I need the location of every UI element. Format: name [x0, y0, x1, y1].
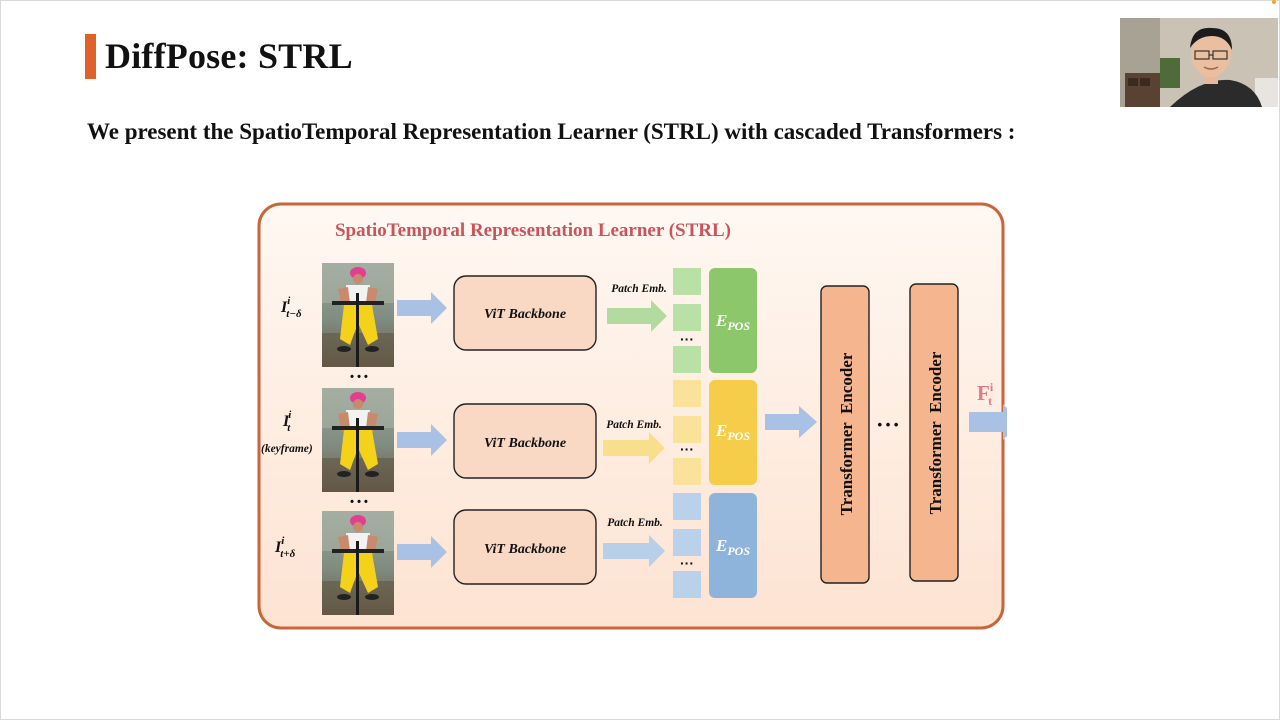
- keyframe-note: (keyframe): [261, 443, 313, 455]
- token-3c: [673, 571, 701, 598]
- transformer-encoder-label-1: Transformer Encoder: [837, 352, 856, 515]
- vit-backbone-label-2: ViT Backbone: [484, 436, 566, 451]
- strl-diagram: SpatioTemporal Representation Learner (S…: [257, 202, 1007, 630]
- transformer-encoder-label-2: Transformer Encoder: [926, 351, 945, 514]
- token-ellipsis-3: ···: [680, 555, 694, 571]
- arrow-to-backbone-1: [397, 292, 447, 324]
- epos-label-2: EPOS: [715, 421, 750, 443]
- epos-3: [709, 493, 757, 598]
- epos-label-3: EPOS: [715, 536, 750, 558]
- token-1c: [673, 346, 701, 373]
- patch-emb-label-1: Patch Emb.: [611, 283, 667, 295]
- transformer-encoder-1: [820, 285, 870, 584]
- patch-emb-label-2: Patch Emb.: [606, 419, 662, 431]
- slide-title: DiffPose: STRL: [105, 36, 353, 76]
- frame-ellipsis-1: • • •: [350, 371, 368, 383]
- epos-label-1: EPOS: [715, 311, 750, 333]
- token-3b: [673, 529, 701, 556]
- patch-arrow-1: [607, 300, 667, 332]
- token-2b: [673, 416, 701, 443]
- token-1b: [673, 304, 701, 331]
- token-3a: [673, 493, 701, 520]
- token-ellipsis-2: ···: [680, 441, 694, 457]
- strl-box-title: SpatioTemporal Representation Learner (S…: [335, 220, 731, 241]
- arrow-to-backbone-2: [397, 424, 447, 456]
- transformer-encoder-2: [909, 283, 959, 582]
- person-figure-icon: [322, 388, 394, 492]
- title-accent-bar: [85, 34, 96, 79]
- token-2c: [673, 458, 701, 485]
- corner-dot: [1272, 0, 1276, 4]
- token-ellipsis-1: ···: [680, 331, 694, 347]
- patch-arrow-3: [603, 535, 665, 567]
- webcam-person-icon: [1120, 18, 1278, 107]
- person-figure-icon: [322, 263, 394, 367]
- vit-backbone-label-3: ViT Backbone: [484, 542, 566, 557]
- slide-subtitle: We present the SpatioTemporal Representa…: [87, 119, 1016, 144]
- encoder-ellipsis: • • •: [878, 417, 899, 432]
- vit-backbone-3: [453, 509, 597, 585]
- arrow-to-backbone-3: [397, 536, 447, 568]
- vit-backbone-2: [453, 403, 597, 479]
- presenter-webcam: [1120, 18, 1278, 107]
- patch-emb-label-3: Patch Emb.: [607, 517, 663, 529]
- person-figure-icon: [322, 511, 394, 615]
- vit-backbone-1: [453, 275, 597, 351]
- output-arrow: [969, 404, 1007, 440]
- vit-backbone-label-1: ViT Backbone: [484, 307, 566, 322]
- arrow-to-encoder: [765, 406, 817, 438]
- token-2a: [673, 380, 701, 407]
- token-1a: [673, 268, 701, 295]
- epos-1: [709, 268, 757, 373]
- frame-ellipsis-2: • • •: [350, 496, 368, 508]
- epos-2: [709, 380, 757, 485]
- patch-arrow-2: [603, 432, 665, 464]
